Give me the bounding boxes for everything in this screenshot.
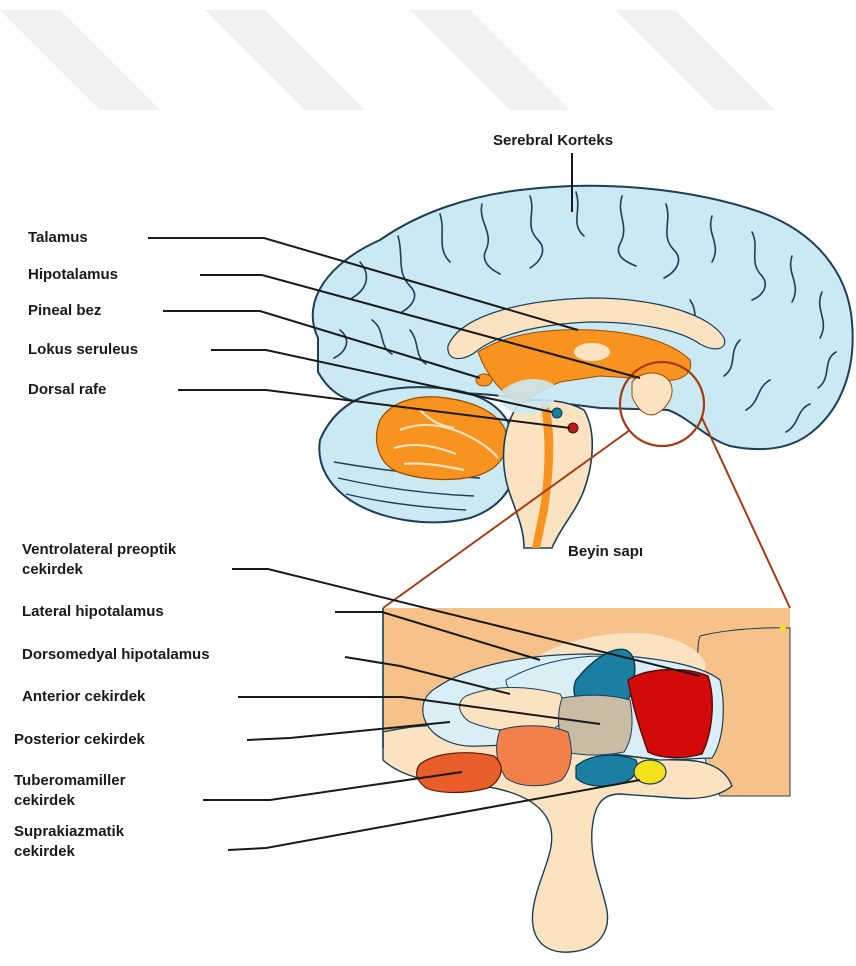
locus-coeruleus-dot (552, 408, 562, 418)
label-anterior-cekirdek: Anterior cekirdek (22, 687, 145, 706)
label-pineal-bez: Pineal bez (28, 301, 101, 320)
label-serebral-korteks: Serebral Korteks (493, 131, 613, 150)
label-beyin-sapi: Beyin sapı (568, 542, 643, 561)
label-talamus: Talamus (28, 228, 88, 247)
label-hipotalamus: Hipotalamus (28, 265, 118, 284)
label-dorsal-rafe: Dorsal rafe (28, 380, 106, 399)
watermark-stripes (0, 10, 775, 110)
label-dorsomedyal-hipotalamus: Dorsomedyal hipotalamus (22, 645, 210, 664)
pineal-gland (476, 374, 492, 386)
talamus-highlight (574, 343, 610, 361)
label-suprakiazmatik-line1: Suprakiazmatik (14, 822, 124, 841)
label-ventrolateral-line2: cekirdek (22, 560, 83, 579)
label-ventrolateral-line1: Ventrolateral preoptik (22, 540, 176, 559)
label-lokus-seruleus: Lokus seruleus (28, 340, 138, 359)
label-suprakiazmatik-line2: cekirdek (14, 842, 75, 861)
label-posterior-cekirdek: Posterior cekirdek (14, 730, 145, 749)
label-tuberomamiller-line1: Tuberomamiller (14, 771, 125, 790)
label-tuberomamiller-line2: cekirdek (14, 791, 75, 810)
label-lateral-hipotalamus: Lateral hipotalamus (22, 602, 164, 621)
small-yellow-dot (780, 625, 786, 631)
posterior-nucleus (497, 726, 572, 786)
